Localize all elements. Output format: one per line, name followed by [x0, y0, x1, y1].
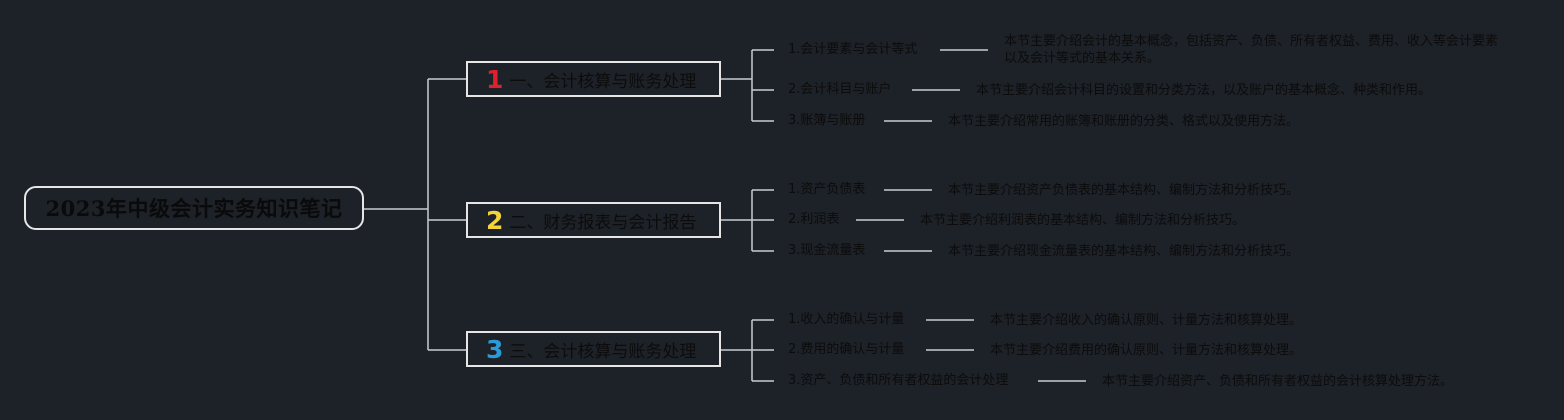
leaf-node[interactable]: 1.会计要素与会计等式: [788, 42, 918, 57]
branch-title: 二、财务报表与会计报告: [509, 212, 697, 233]
marker-2-icon: 2: [486, 205, 504, 235]
leaf-node[interactable]: 2.费用的确认与计量: [788, 342, 905, 357]
leaf-description: 本节主要介绍会计的基本概念，包括资产、负债、所有者权益、费用、收入等会计要素以及…: [1004, 34, 1499, 66]
root-title: 2023年中级会计实务知识笔记: [45, 196, 343, 221]
leaf-description: 本节主要介绍利润表的基本结构、编制方法和分析技巧。: [920, 213, 1246, 228]
leaf-node[interactable]: 2.利润表: [788, 212, 840, 227]
leaf-node[interactable]: 3.账簿与账册: [788, 113, 866, 128]
branch-title: 三、会计核算与账务处理: [509, 341, 697, 362]
leaf-node[interactable]: 1.资产负债表: [788, 182, 866, 197]
root-node[interactable]: 2023年中级会计实务知识笔记: [24, 186, 364, 230]
leaf-node[interactable]: 3.资产、负债和所有者权益的会计处理: [788, 373, 1009, 388]
leaf-description: 本节主要介绍现金流量表的基本结构、编制方法和分析技巧。: [948, 244, 1300, 259]
leaf-description: 本节主要介绍收入的确认原则、计量方法和核算处理。: [990, 313, 1303, 328]
branch-node-1[interactable]: 1 一、会计核算与账务处理: [466, 61, 721, 97]
leaf-node[interactable]: 1.收入的确认与计量: [788, 312, 905, 327]
branch-node-2[interactable]: 2 二、财务报表与会计报告: [466, 202, 721, 238]
leaf-description: 本节主要介绍资产、负债和所有者权益的会计核算处理方法。: [1102, 374, 1454, 389]
leaf-description: 本节主要介绍常用的账簿和账册的分类、格式以及使用方法。: [948, 114, 1300, 129]
leaf-description: 本节主要介绍费用的确认原则、计量方法和核算处理。: [990, 343, 1303, 358]
marker-1-icon: 1: [486, 64, 504, 94]
leaf-description: 本节主要介绍资产负债表的基本结构、编制方法和分析技巧。: [948, 183, 1300, 198]
marker-3-icon: 3: [486, 334, 504, 364]
leaf-description: 本节主要介绍会计科目的设置和分类方法，以及账户的基本概念、种类和作用。: [976, 83, 1432, 98]
leaf-node[interactable]: 3.现金流量表: [788, 243, 866, 258]
leaf-node[interactable]: 2.会计科目与账户: [788, 82, 892, 97]
branch-title: 一、会计核算与账务处理: [509, 71, 697, 92]
branch-node-3[interactable]: 3 三、会计核算与账务处理: [466, 331, 721, 367]
